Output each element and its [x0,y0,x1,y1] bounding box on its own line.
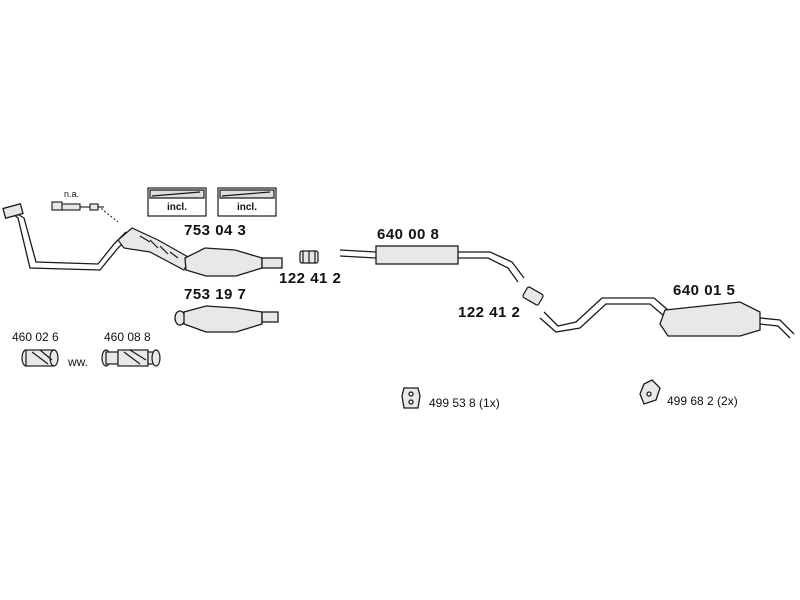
incl-box-1 [147,187,207,217]
label-part-122412-b: 122 41 2 [458,304,521,321]
clamp-122412-rear [522,286,544,306]
label-part-460088: 460 08 8 [104,330,151,344]
label-part-640008: 640 00 8 [377,226,440,243]
label-part-499682: 499 68 2 (2x) [667,394,738,408]
lambda-sensor [51,201,119,223]
catalytic-converter-753197 [174,305,279,333]
label-incl-1: incl. [166,202,187,213]
label-part-122412-a: 122 41 2 [279,270,342,287]
label-part-499538: 499 53 8 (1x) [429,396,500,410]
flex-joint-460088 [101,349,161,367]
center-muffler-640008 [339,245,525,283]
rear-muffler-640015 [539,297,795,339]
flex-pipe [117,227,191,271]
label-part-753197: 753 19 7 [184,286,247,303]
incl-box-2 [217,187,277,217]
rubber-mount-499538 [401,387,421,409]
rubber-mount-499682 [639,379,661,405]
catalytic-converter-753043 [184,247,283,277]
flex-joint-460026 [21,349,59,367]
label-part-753043: 753 04 3 [184,222,247,239]
label-incl-2: incl. [236,202,257,213]
label-na: n.a. [64,189,80,199]
label-ww: ww. [68,355,89,369]
label-part-640015: 640 01 5 [673,282,736,299]
clamp-122412-front [299,250,319,264]
label-part-460026: 460 02 6 [12,330,59,344]
front-pipe [2,203,131,271]
